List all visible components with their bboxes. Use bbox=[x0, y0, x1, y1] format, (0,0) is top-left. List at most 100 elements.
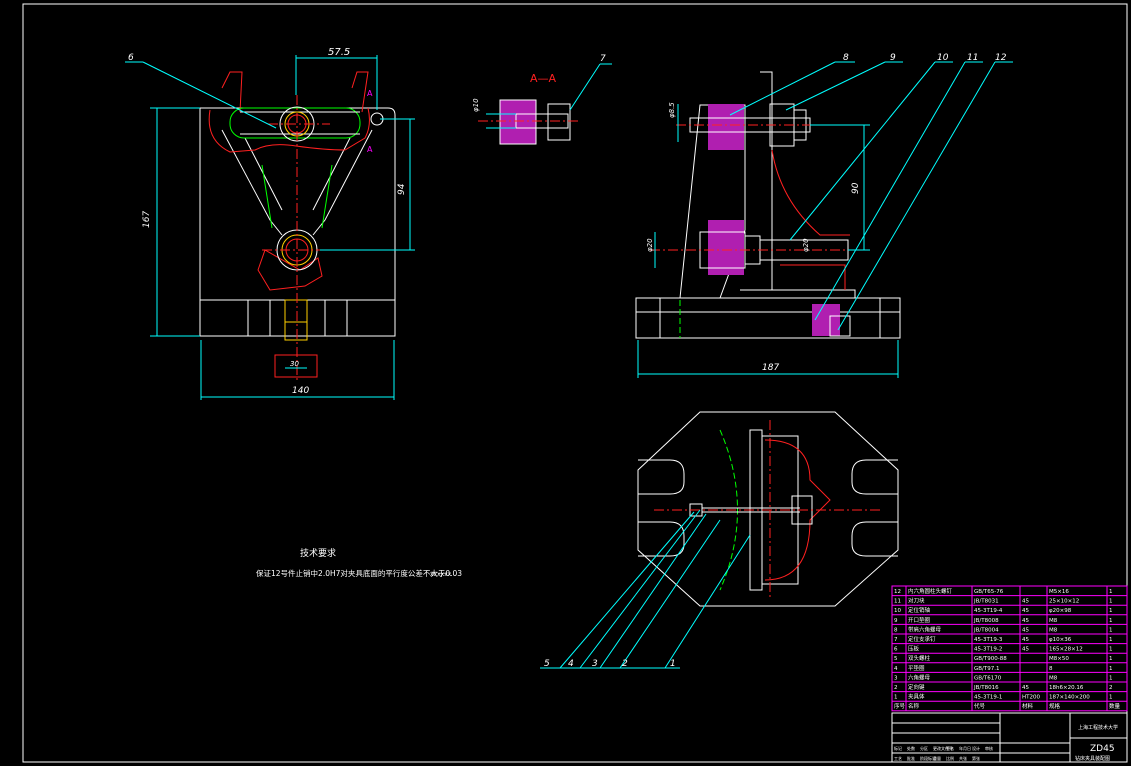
front-dim-height-left: 167 bbox=[142, 211, 152, 228]
parts-cell: 1 bbox=[1109, 695, 1113, 701]
notes-tag: xxxxxx bbox=[430, 571, 452, 578]
parts-cell: 定位支承钉 bbox=[908, 635, 936, 643]
callout-8: 8 bbox=[843, 53, 849, 63]
parts-header-cell: 数量 bbox=[1109, 702, 1121, 710]
title-block-label: 工艺 bbox=[894, 756, 902, 761]
parts-cell: GB/T6170 bbox=[974, 675, 1002, 681]
section-title: A—A bbox=[530, 72, 557, 85]
section-dim-dia: φ10 bbox=[472, 98, 480, 112]
parts-cell: 11 bbox=[894, 599, 901, 605]
parts-cell: 1 bbox=[1109, 666, 1113, 672]
parts-cell: JB/T8016 bbox=[973, 685, 999, 691]
callout-7: 7 bbox=[600, 54, 606, 64]
front-dim-width: 140 bbox=[292, 386, 309, 396]
section-marker-top: A bbox=[367, 89, 373, 98]
parts-cell: 12 bbox=[894, 589, 901, 595]
parts-cell: 2 bbox=[1109, 685, 1113, 691]
parts-header-cell: 规格 bbox=[1049, 702, 1061, 710]
parts-cell: 45 bbox=[1022, 637, 1029, 643]
title-block-label: 第张 bbox=[972, 755, 980, 761]
callout-2: 2 bbox=[622, 659, 628, 669]
parts-cell: 4 bbox=[894, 666, 898, 672]
parts-cell: 带肩六角螺母 bbox=[908, 625, 942, 633]
callout-11: 11 bbox=[967, 53, 978, 63]
parts-cell: M8 bbox=[1049, 675, 1058, 681]
parts-cell: HT200 bbox=[1022, 695, 1040, 701]
front-view: 57.5 167 94 140 30 A A 6 bbox=[125, 47, 415, 400]
callout-5: 5 bbox=[544, 659, 550, 669]
parts-cell: 45 bbox=[1022, 685, 1029, 691]
parts-cell: 25×10×12 bbox=[1049, 599, 1079, 605]
callout-9: 9 bbox=[890, 53, 896, 63]
title-block-label: 批准 bbox=[907, 755, 915, 761]
school-name: 上海工程技术大学 bbox=[1078, 724, 1118, 731]
parts-cell: 9 bbox=[894, 618, 898, 624]
drawing-title: 钻床夹具装配图 bbox=[1075, 755, 1110, 762]
title-block-label: 处数 bbox=[907, 745, 915, 751]
parts-header-cell: 名称 bbox=[908, 702, 920, 710]
parts-cell: 7 bbox=[894, 637, 898, 643]
parts-cell: 45-3T19-2 bbox=[974, 647, 1002, 653]
parts-cell: JB/T8031 bbox=[973, 599, 999, 605]
title-block-label: 设计 bbox=[972, 745, 980, 751]
parts-cell: φ20×98 bbox=[1049, 608, 1072, 614]
drawing-border bbox=[22, 3, 1128, 763]
side-dim-width: 187 bbox=[762, 363, 779, 373]
parts-cell: 定向键 bbox=[908, 683, 925, 691]
parts-cell: 10 bbox=[894, 608, 901, 614]
parts-cell: 夹具体 bbox=[908, 693, 925, 701]
front-dim-height-right: 94 bbox=[397, 183, 407, 195]
section-a-a: A—A φ10 7 bbox=[472, 54, 612, 145]
parts-cell: GB/T65-76 bbox=[974, 589, 1004, 595]
top-view: 5 4 3 2 1 bbox=[540, 411, 899, 669]
parts-cell: 3 bbox=[894, 675, 898, 681]
section-marker-bottom: A bbox=[367, 145, 373, 154]
callout-3: 3 bbox=[592, 659, 598, 669]
parts-cell: 45-3T19-1 bbox=[974, 695, 1002, 701]
callout-12: 12 bbox=[995, 53, 1007, 63]
parts-cell: M5×16 bbox=[1049, 589, 1069, 595]
parts-cell: 2 bbox=[894, 685, 898, 691]
parts-cell: M8 bbox=[1049, 618, 1058, 624]
front-dim-top: 57.5 bbox=[328, 47, 350, 58]
side-dim-dia-top: φ8.5 bbox=[668, 102, 676, 118]
technical-notes: 技术要求 保证12号件止销中2.0H7对夹具底面的平行度公差不大于0.03 xx… bbox=[256, 547, 462, 578]
parts-cell: 1 bbox=[1109, 608, 1113, 614]
parts-cell: 187×140×200 bbox=[1049, 695, 1090, 701]
side-dim-dia-mid-left: φ20 bbox=[646, 238, 654, 252]
parts-cell: 45 bbox=[1022, 618, 1029, 624]
callout-10: 10 bbox=[937, 53, 949, 63]
parts-cell: 1 bbox=[1109, 656, 1113, 662]
notes-heading: 技术要求 bbox=[300, 547, 336, 559]
notes-line1: 保证12号件止销中2.0H7对夹具底面的平行度公差不大于0.03 bbox=[256, 568, 462, 578]
title-block-label: 比例 bbox=[946, 755, 954, 761]
parts-cell: 压板 bbox=[908, 645, 920, 653]
side-dim-dia-mid-right: φ20 bbox=[802, 238, 810, 252]
parts-cell: 1 bbox=[1109, 627, 1113, 633]
parts-cell: 1 bbox=[1109, 599, 1113, 605]
parts-cell: JB/T8004 bbox=[973, 627, 999, 633]
parts-header-cell: 序号 bbox=[894, 702, 906, 710]
title-block-label: 审核 bbox=[985, 745, 993, 751]
title-block-label: 签名 bbox=[946, 745, 954, 751]
callout-4: 4 bbox=[568, 659, 574, 669]
title-block-label: 阶段标记 bbox=[920, 755, 936, 761]
parts-cell: 对刀块 bbox=[908, 597, 925, 605]
parts-cell: 8 bbox=[894, 627, 898, 633]
parts-header-cell: 材料 bbox=[1022, 702, 1034, 710]
parts-cell: 45 bbox=[1022, 627, 1029, 633]
callout-1: 1 bbox=[670, 659, 676, 669]
parts-cell: 8 bbox=[1049, 666, 1053, 672]
parts-cell: 165×28×12 bbox=[1049, 647, 1083, 653]
parts-cell: 1 bbox=[1109, 675, 1113, 681]
drawing-number: ZD45 bbox=[1090, 744, 1115, 754]
parts-cell: 1 bbox=[1109, 637, 1113, 643]
title-block-label: 标记 bbox=[894, 745, 902, 751]
parts-cell: GB/T97.1 bbox=[974, 666, 1000, 672]
parts-cell: 双头螺柱 bbox=[908, 654, 931, 662]
callout-6: 6 bbox=[128, 53, 134, 63]
parts-cell: 平垫圈 bbox=[908, 664, 925, 672]
parts-cell: JB/T8008 bbox=[973, 618, 999, 624]
